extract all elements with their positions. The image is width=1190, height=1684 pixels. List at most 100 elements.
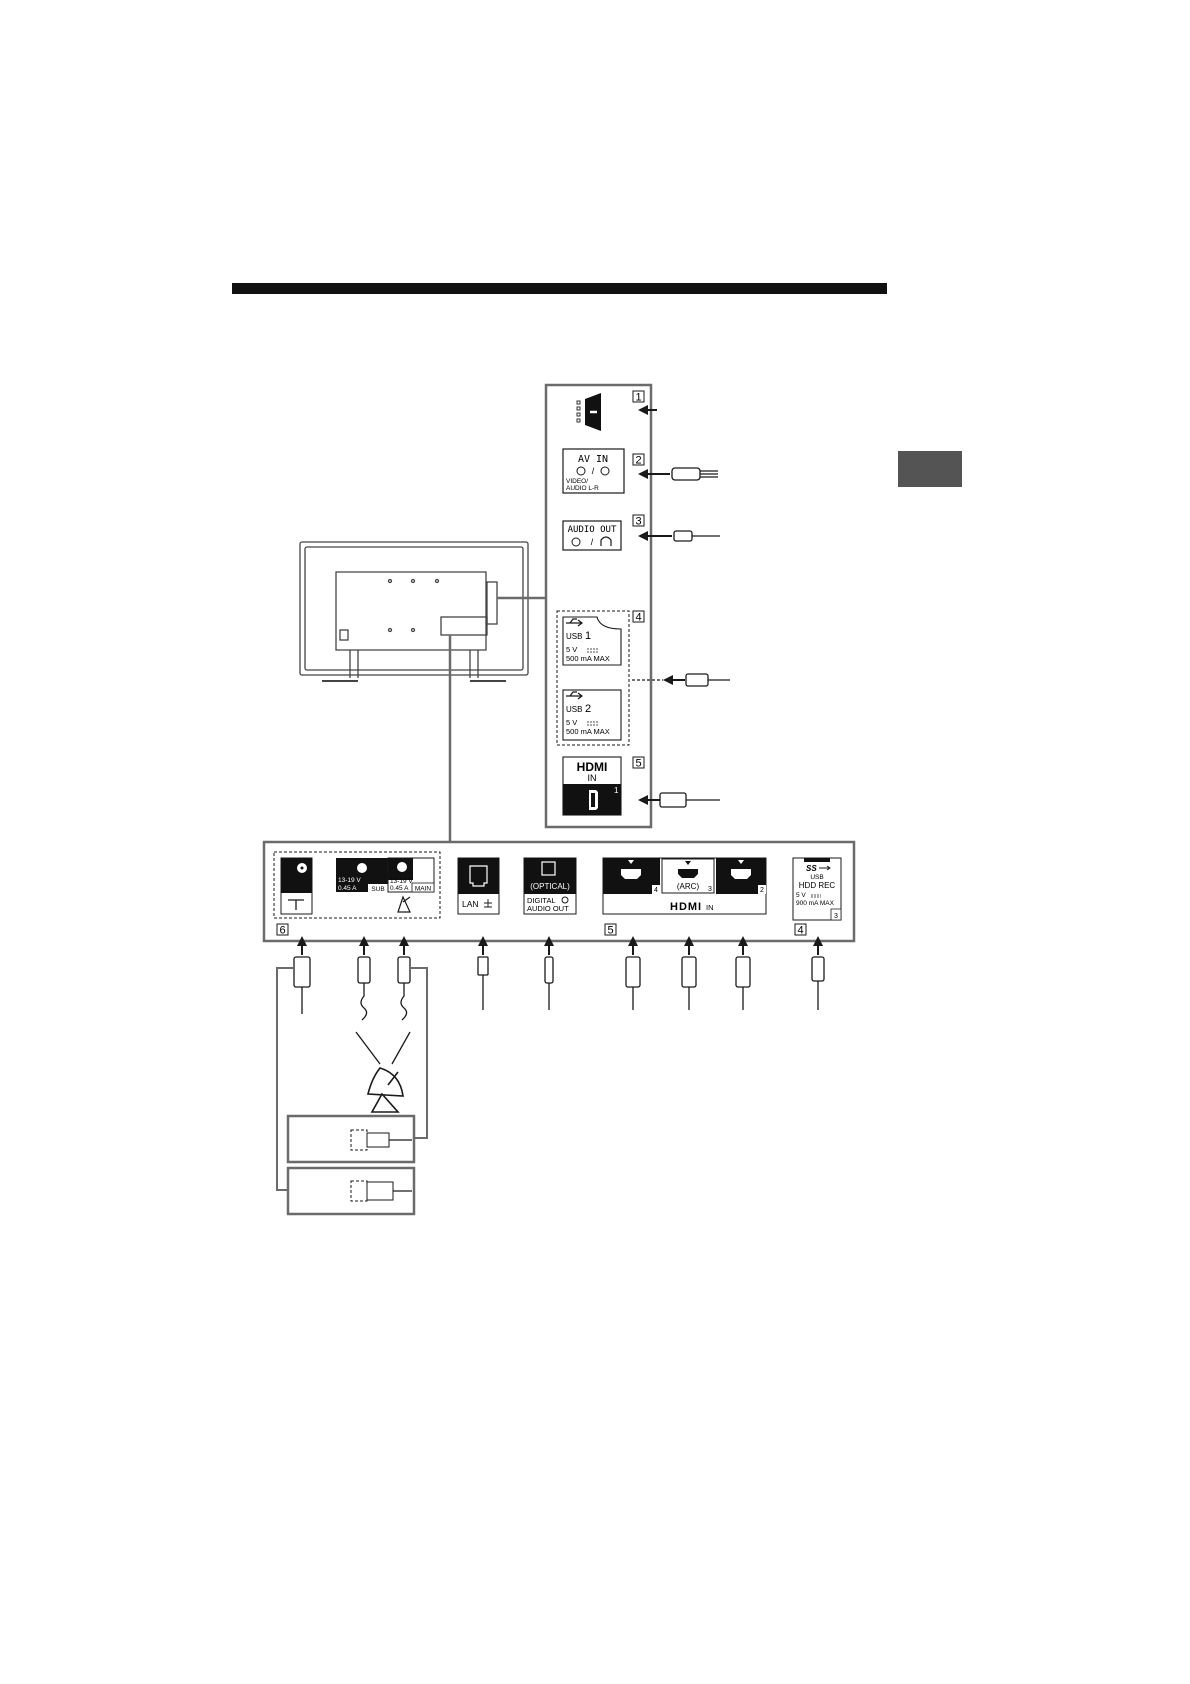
bottom-markers: 6 5 4 bbox=[276, 923, 807, 937]
headphone-icon bbox=[600, 536, 612, 546]
hdmi-1-port[interactable]: HDMI IN 1 bbox=[562, 756, 622, 816]
optical-port[interactable]: (OPTICAL) DIGITAL AUDIO OUT bbox=[523, 857, 577, 915]
audio-out-icon bbox=[571, 537, 581, 547]
usb-icon bbox=[819, 865, 831, 871]
hdmi-logo: HDMI bbox=[670, 901, 702, 913]
marker-1: 1 bbox=[635, 392, 641, 404]
hdmi-1-logo: HDMI bbox=[577, 760, 608, 774]
hdmi-1-in: IN bbox=[588, 773, 597, 783]
sat-sub-tag: SUB bbox=[371, 886, 384, 893]
usb-2-volt: 5 V bbox=[566, 718, 577, 727]
av-in-title: AV IN bbox=[578, 454, 608, 465]
sat-sub-volt: 13-19 V bbox=[338, 877, 361, 884]
coax-socket-icon bbox=[397, 862, 407, 872]
bottom-panel-frame bbox=[262, 840, 856, 943]
side-cables bbox=[632, 405, 730, 808]
lan-label: LAN bbox=[462, 899, 479, 909]
usb-3-title: HDD REC bbox=[799, 881, 836, 890]
hdmi-socket-icon bbox=[731, 869, 751, 879]
network-icon bbox=[484, 899, 492, 908]
sat-main-tag: MAIN bbox=[415, 886, 432, 893]
sat-sub-amp: 0.45 A bbox=[338, 885, 357, 892]
usb-2-amp: 500 mA MAX bbox=[566, 727, 610, 736]
dc-symbol bbox=[587, 721, 599, 726]
ethernet-socket-icon bbox=[469, 865, 488, 887]
antenna-icon bbox=[288, 899, 304, 910]
ci-slot-port[interactable] bbox=[576, 393, 601, 431]
side-markers: 1 2 3 4 5 bbox=[632, 390, 645, 770]
usb-3-volt: 5 V bbox=[796, 892, 806, 899]
usb-icon bbox=[566, 618, 583, 627]
satellite-main-port[interactable]: 13-19 V 0.45 A MAIN bbox=[387, 857, 435, 893]
satellite-dish-illustration bbox=[366, 1067, 404, 1113]
audio-out-title: AUDIO OUT bbox=[568, 525, 617, 535]
hdmi-2-num: 2 bbox=[760, 887, 764, 894]
external-device-satellite bbox=[286, 1114, 416, 1164]
marker-usb-4: 4 bbox=[797, 925, 803, 937]
hdmi-2-port[interactable]: 2 bbox=[716, 858, 766, 894]
hdmi-in-label: IN bbox=[706, 903, 714, 912]
usb-group-outline bbox=[556, 610, 630, 746]
hdmi-3-num: 3 bbox=[708, 886, 712, 893]
chapter-tab bbox=[898, 451, 962, 487]
optical-line2: AUDIO OUT bbox=[527, 904, 569, 913]
optical-socket-icon bbox=[541, 861, 556, 876]
usb-1-label: USB bbox=[566, 632, 582, 641]
av-in-sub: VIDEO/ bbox=[566, 478, 588, 485]
external-device-antenna bbox=[286, 1166, 416, 1216]
usb-3-label: USB bbox=[810, 874, 823, 881]
marker-4: 4 bbox=[635, 612, 641, 624]
tv-rear-illustration bbox=[299, 541, 529, 682]
usb-1-amp: 500 mA MAX bbox=[566, 654, 610, 663]
usb-2-num: 2 bbox=[585, 703, 591, 715]
marker-hdmi-5: 5 bbox=[607, 925, 613, 937]
av-in-sub2: AUDIO L-R bbox=[566, 485, 599, 492]
marker-3: 3 bbox=[635, 516, 641, 528]
av-in-port[interactable]: AV IN / VIDEO/ AUDIO L-R bbox=[562, 448, 625, 494]
hdmi-rear-ports: 4 (ARC) 3 2 HDMI IN bbox=[602, 857, 767, 915]
av-in-separator: / bbox=[592, 466, 595, 476]
tv-callout-lines bbox=[448, 596, 545, 843]
usb-1-num: 1 bbox=[585, 630, 591, 642]
usb-3-logo: SS bbox=[806, 864, 817, 873]
hdmi-socket-icon bbox=[678, 869, 698, 878]
satellite-sub-port[interactable]: 13-19 V 0.45 A SUB bbox=[336, 858, 388, 893]
audio-out-port[interactable]: AUDIO OUT / bbox=[562, 520, 622, 551]
hdmi-4-port[interactable]: 4 bbox=[603, 858, 660, 894]
usb-3-num: 3 bbox=[834, 913, 838, 920]
sat-main-amp: 0.45 A bbox=[390, 885, 409, 892]
satellite-dish-icon bbox=[397, 895, 411, 913]
lan-port[interactable]: LAN bbox=[457, 857, 500, 915]
bottom-cables bbox=[276, 936, 825, 1191]
coax-socket-icon bbox=[357, 863, 367, 873]
audio-input-icon bbox=[600, 466, 610, 476]
video-input-icon bbox=[576, 466, 586, 476]
hdmi-socket-icon bbox=[621, 869, 641, 879]
hdmi-1-num: 1 bbox=[614, 786, 619, 795]
audio-out-separator: / bbox=[591, 537, 594, 547]
hdmi-3-arc-port[interactable]: (ARC) 3 bbox=[661, 858, 715, 894]
dc-symbol bbox=[811, 894, 821, 898]
usb-3-amp: 900 mA MAX bbox=[796, 900, 835, 907]
hdmi-4-num: 4 bbox=[654, 887, 658, 894]
antenna-satellite-group bbox=[273, 851, 441, 919]
optical-line1: DIGITAL bbox=[527, 896, 556, 905]
usb-1-volt: 5 V bbox=[566, 645, 577, 654]
hdmi-arc-label: (ARC) bbox=[677, 882, 700, 891]
antenna-port[interactable] bbox=[280, 857, 313, 915]
usb-3-hdd-rec-port[interactable]: SS USB HDD REC 5 V 900 mA MAX 3 bbox=[792, 857, 842, 921]
side-panel-frame bbox=[544, 383, 653, 829]
marker-6: 6 bbox=[279, 925, 285, 937]
usb-2-port[interactable]: USB 2 5 V 500 mA MAX bbox=[562, 689, 622, 741]
header-rule bbox=[232, 283, 887, 294]
dc-symbol bbox=[587, 648, 599, 653]
sat-main-volt: 13-19 V bbox=[390, 878, 413, 885]
usb-2-label: USB bbox=[566, 705, 582, 714]
usb-1-port[interactable]: USB 1 5 V 500 mA MAX bbox=[562, 616, 622, 666]
marker-2: 2 bbox=[635, 455, 641, 467]
optical-top: (OPTICAL) bbox=[530, 882, 570, 891]
audio-output-icon bbox=[561, 896, 569, 904]
marker-5: 5 bbox=[635, 758, 641, 770]
usb-icon bbox=[566, 691, 583, 700]
